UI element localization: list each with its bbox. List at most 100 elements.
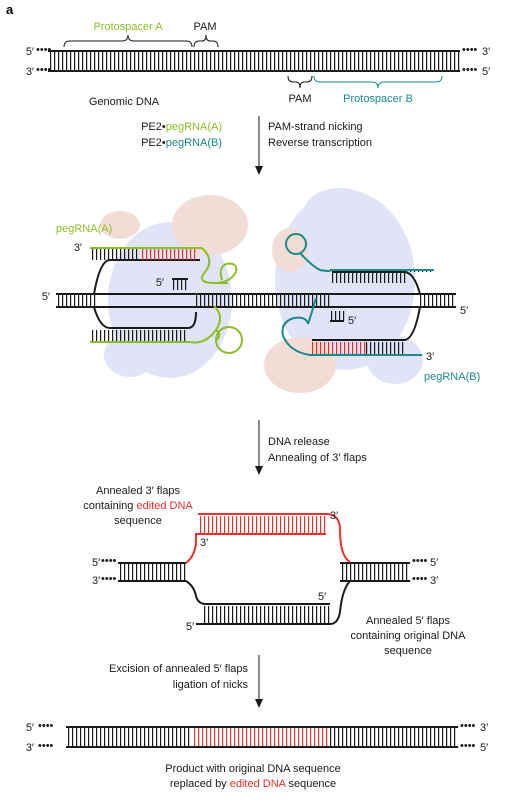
base-pair	[168, 564, 170, 580]
base-pair	[394, 728, 396, 746]
base-pair	[338, 728, 340, 746]
base-pair	[370, 342, 372, 354]
base-pair	[96, 728, 98, 746]
base-pair	[326, 52, 328, 70]
base-pair	[68, 728, 70, 746]
base-pair	[330, 52, 332, 70]
base-pair	[332, 342, 334, 354]
middle-duplex	[56, 293, 456, 308]
base-pair	[454, 728, 456, 746]
base-pair	[258, 728, 260, 746]
base-pair	[398, 271, 400, 272]
base-pair	[356, 342, 358, 354]
base-pair	[334, 52, 336, 70]
base-pair	[172, 728, 174, 746]
base-pair	[366, 728, 368, 746]
base-pair	[262, 52, 264, 70]
base-pair	[220, 295, 222, 306]
base-pair	[314, 52, 316, 70]
base-pair	[144, 564, 146, 580]
base-pair	[388, 271, 390, 283]
base-pair	[70, 52, 72, 70]
base-pair	[304, 516, 306, 534]
base-pair	[358, 271, 360, 272]
base-pair	[328, 295, 330, 306]
base-pair	[366, 271, 368, 272]
base-pair	[152, 728, 154, 746]
base-pair	[116, 249, 118, 260]
base-pair	[354, 52, 356, 70]
base-pair	[292, 606, 294, 624]
base-pair	[166, 249, 168, 260]
base-pair	[390, 52, 392, 70]
base-pair	[374, 342, 376, 354]
base-pair	[330, 728, 332, 746]
base-pair	[204, 295, 206, 306]
base-pair	[406, 564, 408, 580]
base-pair	[216, 295, 218, 306]
base-pair	[350, 728, 352, 746]
dots: ••••	[412, 573, 428, 585]
base-pair	[352, 342, 354, 354]
annealed-left-line3: sequence	[114, 515, 162, 527]
base-pair	[338, 271, 340, 272]
base-pair	[176, 728, 178, 746]
product-line2: replaced by edited DNA sequence	[170, 778, 336, 790]
base-pair	[308, 606, 310, 624]
base-pair	[320, 606, 322, 624]
base-pair	[58, 295, 60, 306]
base-pair	[190, 249, 192, 260]
annealed-duplex	[118, 513, 410, 625]
annealed-right-line1: Annealed 5′ flaps	[366, 615, 451, 627]
base-pair	[104, 330, 106, 341]
base-pair	[92, 249, 94, 260]
base-pair	[300, 516, 302, 534]
base-pair	[236, 516, 238, 534]
base-pair	[212, 606, 214, 624]
base-pair	[414, 52, 416, 70]
base-pair	[86, 52, 88, 70]
base-pair	[270, 52, 272, 70]
end-label-5prime: 5′	[348, 315, 356, 327]
base-pair	[216, 606, 218, 624]
base-pair	[386, 342, 388, 354]
base-pair	[446, 52, 448, 70]
base-pair	[300, 295, 302, 306]
base-pair	[128, 249, 130, 260]
base-pair	[270, 728, 272, 746]
dots: ••••	[38, 740, 54, 752]
base-pair	[98, 52, 100, 70]
step3-line1: Excision of annealed 5′ flaps	[109, 663, 249, 675]
base-pair	[306, 728, 308, 746]
base-pair	[160, 564, 162, 580]
base-pair	[338, 52, 340, 70]
base-pair	[88, 728, 90, 746]
genomic-dna: 5′ 3′ •••• •••• •••• •••• 3′ 5′	[26, 44, 490, 78]
base-pair	[160, 330, 162, 341]
base-pair	[382, 342, 384, 354]
base-pair	[324, 516, 326, 534]
base-pair	[86, 295, 88, 306]
base-pair	[54, 52, 56, 70]
base-pair	[218, 728, 220, 746]
end-label-5prime: 5′	[186, 621, 194, 633]
base-pair	[208, 516, 210, 534]
base-pair	[358, 728, 360, 746]
base-pair	[276, 606, 278, 624]
base-pair	[112, 249, 114, 260]
base-pair	[420, 295, 422, 306]
base-pair	[402, 728, 404, 746]
base-pair	[324, 606, 326, 624]
base-pair	[238, 728, 240, 746]
base-pair	[74, 52, 76, 70]
base-pair	[326, 728, 328, 746]
base-pair	[156, 728, 158, 746]
pe-complex-a	[93, 259, 200, 329]
base-pair	[232, 606, 234, 624]
base-pair	[406, 728, 408, 746]
base-pair	[354, 271, 356, 272]
base-pair	[282, 52, 284, 70]
base-pair	[84, 728, 86, 746]
base-pair	[138, 52, 140, 70]
